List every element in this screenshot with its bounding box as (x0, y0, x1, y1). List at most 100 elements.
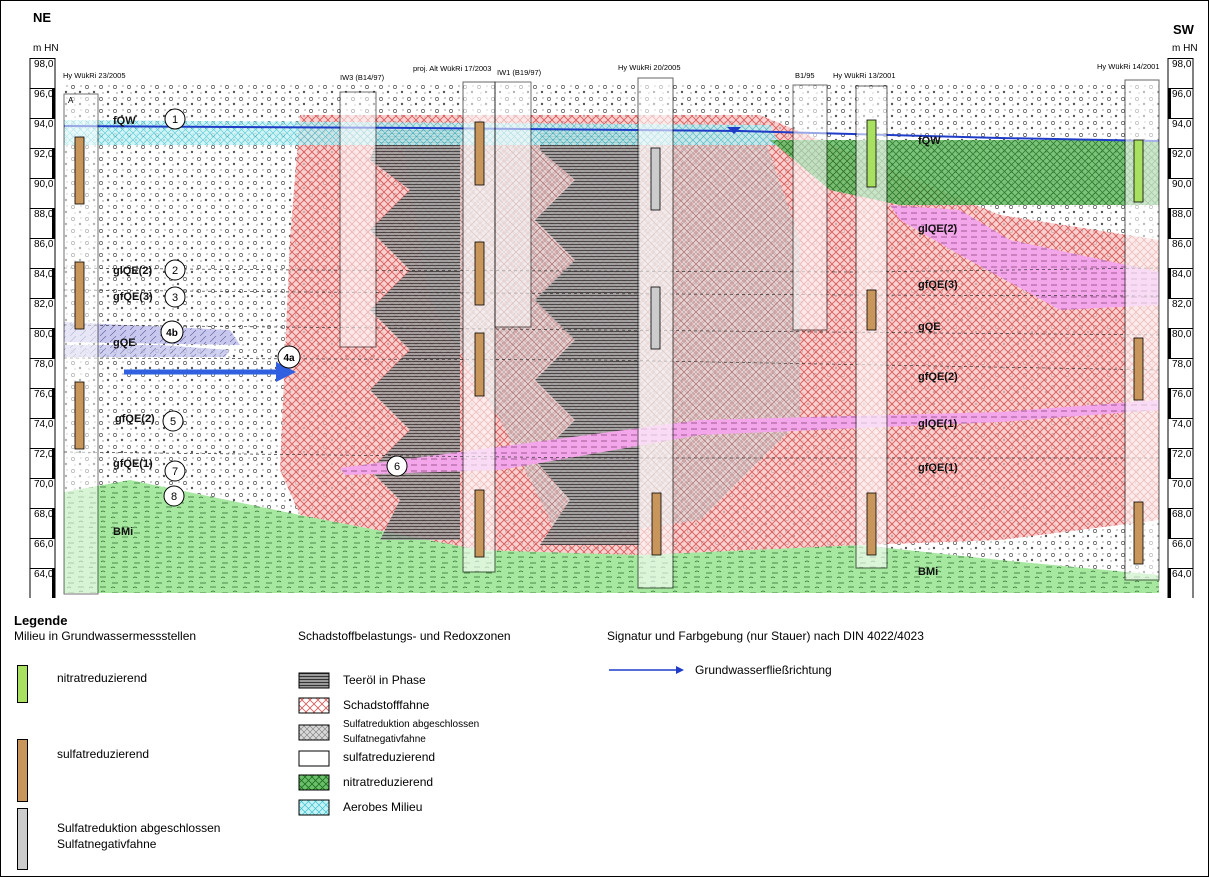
left-scale-band (52, 148, 55, 178)
legend-sulfatreduz-label: sulfatreduzierend (343, 750, 435, 764)
right-tick-label: 90,0 (1171, 179, 1192, 190)
layer-glqe2-right: glQE(2) (918, 223, 957, 235)
right-tick-label: 86,0 (1171, 239, 1192, 250)
left-scale-band (52, 88, 55, 118)
svg-text:2: 2 (172, 265, 178, 277)
left-tick-label: 98,0 (33, 59, 54, 70)
legend-swatch-sulfatneg (17, 808, 28, 870)
legend-col2-swatches (298, 672, 338, 872)
right-scale-band (1168, 568, 1171, 598)
right-tick-label: 88,0 (1171, 209, 1192, 220)
legend-tar-label: Teeröl in Phase (343, 673, 426, 687)
right-scale-band (1168, 448, 1171, 478)
right-tick-label: 68,0 (1171, 509, 1192, 520)
right-tick-label: 74,0 (1171, 419, 1192, 430)
legend-swatch-nitrat (17, 665, 28, 703)
left-scale-band (52, 208, 55, 238)
legend-col3-title: Signatur und Farbgebung (nur Stauer) nac… (607, 629, 924, 643)
legend-swatch-nitrat-zone (299, 775, 329, 790)
circle-2: 2 (165, 260, 185, 280)
right-tick-label: 84,0 (1171, 269, 1192, 280)
cross-section: A Hy WükRi 23/2005 IW3 (B14/97) proj. Al… (0, 0, 1209, 600)
legend-swatch-grey (299, 725, 329, 740)
layer-gfqe1-right: gfQE(1) (918, 462, 958, 474)
legend-flow-arrow (608, 664, 688, 676)
legend-sulfat-label: sulfatreduzierend (57, 747, 149, 761)
right-tick-label: 70,0 (1171, 479, 1192, 490)
left-tick-label: 74,0 (33, 419, 54, 430)
well-label-13-2001: Hy WükRi 13/2001 (833, 71, 896, 80)
svg-text:7: 7 (172, 466, 178, 478)
legend-swatch-sulfat (17, 739, 28, 802)
right-tick-label: 96,0 (1171, 89, 1192, 100)
well-label-14-2001: Hy WükRi 14/2001 (1097, 62, 1160, 71)
circle-7: 7 (165, 461, 185, 481)
svg-text:4b: 4b (166, 328, 178, 339)
well-labels: Hy WükRi 23/2005 IW3 (B14/97) proj. Alt … (63, 62, 1160, 82)
well-iw3 (340, 92, 376, 347)
well-label-20-2005: Hy WükRi 20/2005 (618, 63, 681, 72)
circle-4a: 4a (278, 346, 300, 368)
legend-nitrat-label: nitratreduzierend (57, 671, 147, 685)
circle-4b: 4b (161, 321, 183, 343)
circle-8: 8 (164, 486, 184, 506)
legend-title: Legende (14, 613, 67, 628)
layer-gfqe2-right: gfQE(2) (918, 371, 958, 383)
circle-5: 5 (163, 411, 183, 431)
left-scale-band (52, 328, 55, 358)
right-scale-band (1168, 148, 1171, 178)
right-scale-band (1168, 268, 1171, 298)
legend-swatch-plume (299, 698, 329, 713)
layer-gqe-right: gQE (918, 321, 941, 333)
svg-text:6: 6 (394, 461, 400, 473)
well-label-iw3: IW3 (B14/97) (340, 73, 385, 82)
well-label-17-2003: proj. Alt WükRi 17/2003 (413, 64, 491, 73)
left-tick-label: 78,0 (33, 359, 54, 370)
left-tick-label: 86,0 (33, 239, 54, 250)
well-marker: A (68, 96, 74, 105)
well-b1-95 (793, 85, 827, 330)
layer-bmi-left: BMi (113, 526, 133, 538)
left-scale-band (52, 448, 55, 478)
svg-text:5: 5 (170, 416, 176, 428)
right-tick-label: 64,0 (1171, 569, 1192, 580)
circle-1: 1 (165, 109, 185, 129)
layer-glqe1-right: glQE(1) (918, 418, 957, 430)
right-tick-label: 98,0 (1171, 59, 1192, 70)
legend-nitratzone-label: nitratreduzierend (343, 775, 433, 789)
circle-6: 6 (387, 456, 407, 476)
legend-col1-title: Milieu in Grundwassermessstellen (14, 629, 196, 643)
well-label-b1-95: B1/95 (795, 71, 815, 80)
right-scale-band (1168, 508, 1171, 538)
legend-sulfatneg-label2: Sulfatnegativfahne (57, 837, 156, 851)
well-label-iw1: IW1 (B19/97) (497, 68, 542, 77)
legend-grey-label1: Sulfatreduktion abgeschlossen (343, 719, 479, 730)
legend-flow-label: Grundwasserfließrichtung (695, 663, 832, 677)
right-tick-label: 66,0 (1171, 539, 1192, 550)
left-scale-band (52, 568, 55, 598)
circle-3: 3 (165, 287, 185, 307)
layer-gfqe3-right: gfQE(3) (918, 279, 958, 291)
right-scale-band (1168, 208, 1171, 238)
left-tick-label: 90,0 (33, 179, 54, 190)
right-tick-label: 80,0 (1171, 329, 1192, 340)
right-scale-band (1168, 388, 1171, 418)
layer-fqw-left: fQW (113, 115, 136, 127)
legend-swatch-sulfatreduz (299, 751, 329, 766)
right-scale-band (1168, 88, 1171, 118)
right-scale-band (1168, 328, 1171, 358)
left-tick-label: 94,0 (33, 119, 54, 130)
right-tick-label: 92,0 (1171, 149, 1192, 160)
layer-glqe2-left: glQE(2) (113, 265, 152, 277)
svg-text:4a: 4a (283, 353, 295, 364)
left-tick-label: 66,0 (33, 539, 54, 550)
left-tick-label: 70,0 (33, 479, 54, 490)
layer-fqw-right: fQW (918, 135, 941, 147)
legend-swatch-aerob (299, 800, 329, 815)
layer-gfqe1-left: gfQE(1) (113, 458, 153, 470)
well-label-23-2005: Hy WükRi 23/2005 (63, 71, 126, 80)
layer-gqe-left: gQE (113, 337, 136, 349)
right-tick-label: 82,0 (1171, 299, 1192, 310)
legend-sulfatneg-label1: Sulfatreduktion abgeschlossen (57, 821, 220, 835)
well-iw1 (495, 82, 531, 327)
